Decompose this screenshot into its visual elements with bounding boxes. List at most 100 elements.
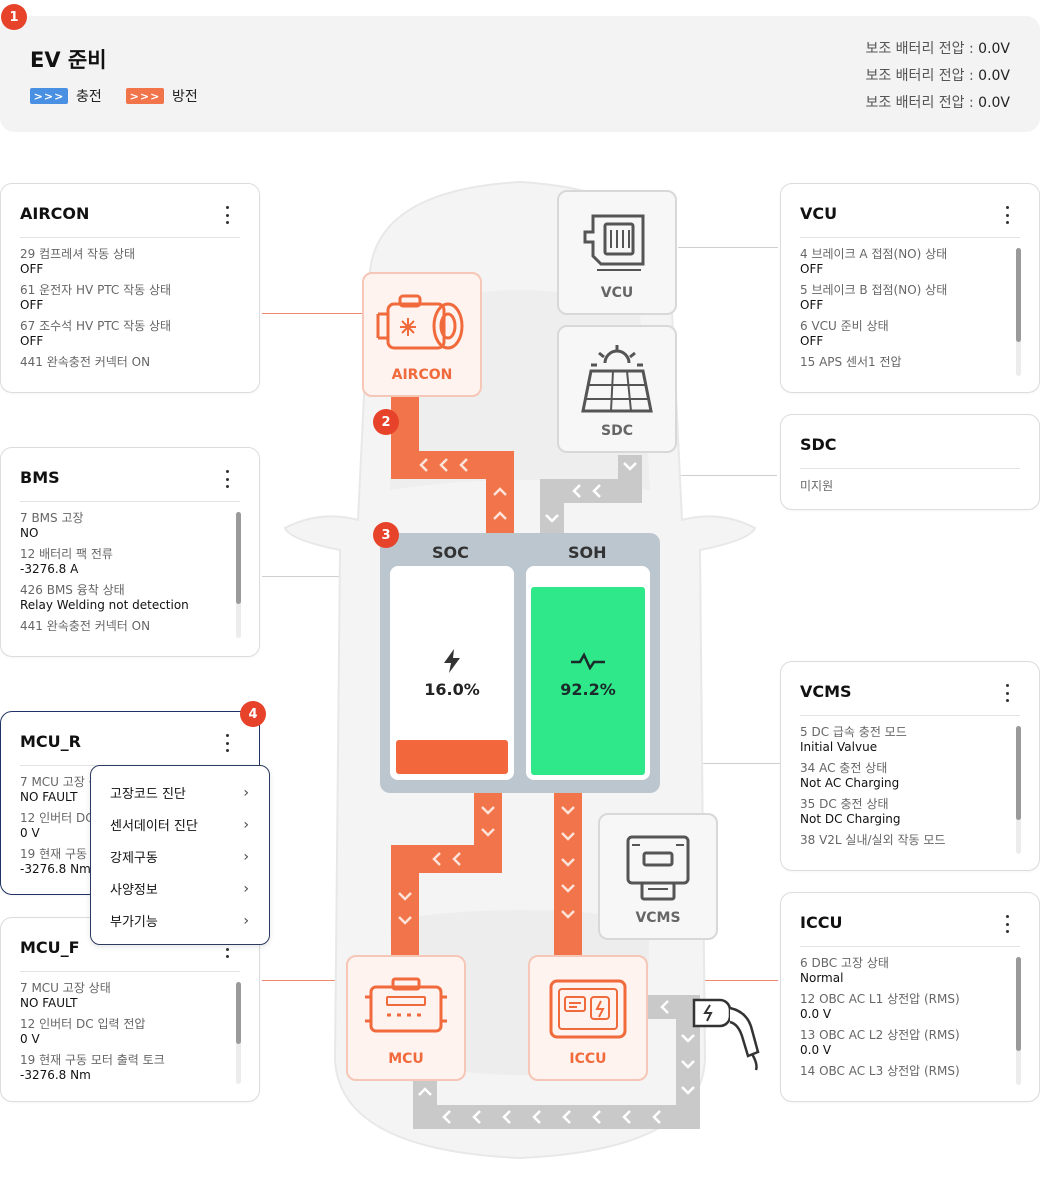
- connector-line: [262, 313, 362, 314]
- card-title: MCU_R: [20, 732, 81, 751]
- card-title: AIRCON: [20, 204, 90, 223]
- list-item: 441 완속충전 커넥터 ON: [20, 619, 151, 633]
- mcu-inverter-icon: [365, 977, 447, 1033]
- list-item: 12 OBC AC L1 상전압 (RMS)0.0 V: [800, 992, 960, 1021]
- chevron-right-icon: ›: [243, 880, 249, 897]
- more-menu-icon[interactable]: [219, 204, 235, 226]
- more-menu-icon[interactable]: [999, 913, 1015, 935]
- menu-item-fault-code[interactable]: 고장코드 진단›: [110, 784, 249, 803]
- component-label: VCMS: [635, 910, 681, 926]
- page-title: EV 준비: [30, 48, 107, 72]
- flow-charger-loop: [413, 995, 700, 1129]
- soc-value: 16.0%: [424, 680, 480, 699]
- component-label: AIRCON: [391, 367, 453, 383]
- flow-sdc-to-battery: [540, 455, 642, 535]
- vcms-unit-icon: [626, 835, 690, 901]
- connector-line: [648, 980, 778, 981]
- card-title: BMS: [20, 468, 60, 487]
- more-menu-icon[interactable]: [999, 204, 1015, 226]
- connector-line: [262, 576, 380, 577]
- iccu-charger-icon: [549, 979, 627, 1039]
- menu-item-extra-functions[interactable]: 부가기능›: [110, 912, 249, 931]
- soh-level-bar: [531, 587, 645, 775]
- scrollbar[interactable]: [236, 982, 241, 1084]
- list-item: 19 현재 구동 모터 출력 토크-3276.8 Nm: [20, 1053, 165, 1082]
- aircon-compressor-icon: [376, 294, 464, 350]
- flow-battery-to-iccu: [554, 793, 582, 963]
- connector-line: [680, 763, 780, 764]
- list-item: 38 V2L 실내/실외 작동 모드: [800, 833, 946, 847]
- scrollbar[interactable]: [1016, 248, 1021, 376]
- component-vcms[interactable]: VCMS: [598, 813, 718, 940]
- component-iccu[interactable]: ICCU: [528, 955, 648, 1081]
- list-item: 미지원: [800, 479, 834, 493]
- component-sdc[interactable]: SDC: [557, 325, 677, 453]
- list-item: 441 완속충전 커넥터 ON: [20, 355, 151, 369]
- more-menu-icon[interactable]: [999, 682, 1015, 704]
- chevron-right-icon: ›: [243, 784, 249, 801]
- card-title: ICCU: [800, 913, 843, 932]
- soc-level-bar: [396, 740, 508, 774]
- component-aircon[interactable]: AIRCON: [362, 272, 482, 397]
- scrollbar[interactable]: [1016, 957, 1021, 1085]
- flow-battery-to-mcu: [391, 793, 502, 963]
- step-marker-1: 1: [1, 4, 27, 30]
- charger-plug-icon: [692, 998, 760, 1071]
- flow-aircon-to-battery: [391, 395, 514, 535]
- more-menu-icon[interactable]: [219, 732, 235, 754]
- card-context-menu: 고장코드 진단› 센서데이터 진단› 강제구동› 사양정보› 부가기능›: [90, 765, 270, 945]
- component-label: ICCU: [569, 1051, 607, 1067]
- chevron-right-icon: ›: [243, 912, 249, 929]
- menu-item-forced-drive[interactable]: 강제구동›: [110, 848, 249, 867]
- more-menu-icon[interactable]: [219, 468, 235, 490]
- list-item: 14 OBC AC L3 상전압 (RMS): [800, 1064, 960, 1078]
- card-title: MCU_F: [20, 938, 80, 957]
- menu-item-spec-info[interactable]: 사양정보›: [110, 880, 249, 899]
- solar-panel-icon: [581, 345, 653, 413]
- soh-panel: 92.2%: [526, 566, 650, 780]
- component-label: VCU: [600, 285, 634, 301]
- chevron-right-icon: ›: [243, 816, 249, 833]
- legend-discharge: >>> 방전: [126, 86, 198, 106]
- vcu-module-icon: [583, 214, 645, 271]
- scrollbar[interactable]: [236, 512, 241, 638]
- soh-heading: SOH: [568, 543, 607, 562]
- card-title: VCMS: [800, 682, 852, 701]
- scrollbar[interactable]: [1016, 726, 1021, 854]
- component-mcu[interactable]: MCU: [346, 955, 466, 1081]
- aux-battery-voltage: 보조 배터리 전압 : 0.0V: [865, 68, 1010, 84]
- aux-battery-voltage: 보조 배터리 전압 : 0.0V: [865, 95, 1010, 111]
- status-header: [0, 16, 1040, 132]
- soc-heading: SOC: [432, 543, 469, 562]
- health-pulse-icon: [571, 652, 605, 670]
- component-vcu[interactable]: VCU: [557, 190, 677, 315]
- charge-chevron-icon: >>>: [30, 88, 68, 104]
- connector-line: [678, 247, 778, 248]
- soh-value: 92.2%: [560, 680, 616, 699]
- list-item: 15 APS 센서1 전압: [800, 355, 902, 369]
- legend-label: 방전: [172, 89, 198, 105]
- menu-item-sensor-data[interactable]: 센서데이터 진단›: [110, 816, 249, 835]
- lightning-icon: [444, 649, 460, 673]
- list-item: 13 OBC AC L2 상전압 (RMS)0.0 V: [800, 1028, 960, 1057]
